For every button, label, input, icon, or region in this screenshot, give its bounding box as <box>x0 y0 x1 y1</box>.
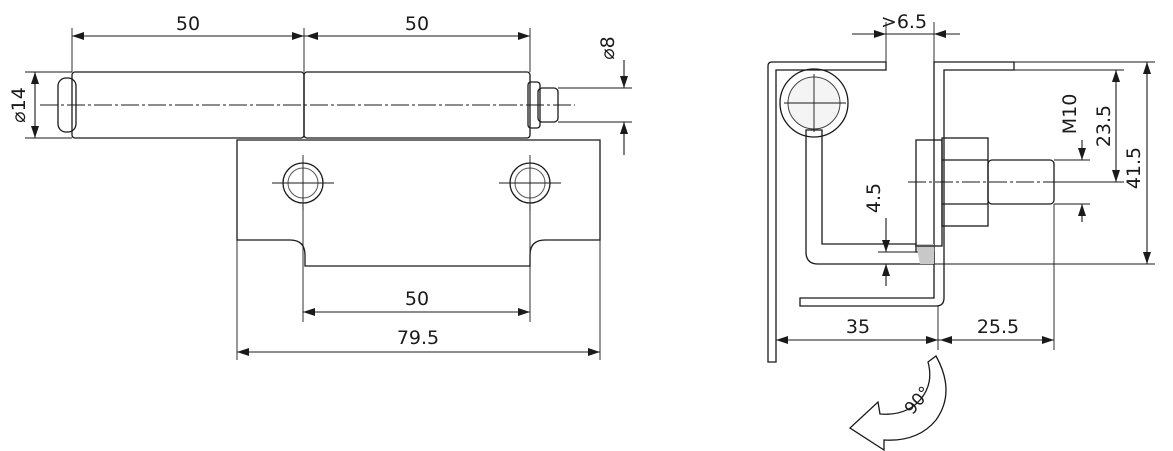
dim-pin-right-length: 50 <box>405 13 429 35</box>
dim-plate-width: 79.5 <box>397 327 439 349</box>
dim-leaf-offset: >6.5 <box>881 11 927 33</box>
outer-leaf <box>767 61 887 363</box>
washer <box>915 139 943 247</box>
dim-pin-left-length: 50 <box>176 13 200 35</box>
rotation-arrow-icon <box>848 355 947 451</box>
dim-stud-length: 25.5 <box>977 316 1019 338</box>
side-view: >6.5 M10 23.5 41.5 4.5 <box>767 11 1155 451</box>
mounting-hole-left <box>272 155 334 211</box>
side-barrel <box>779 68 849 138</box>
dim-pin-diameter: ⌀14 <box>8 87 30 123</box>
mounting-plate <box>236 139 601 267</box>
dim-hole-spacing: 50 <box>405 288 429 310</box>
dim-overall-height: 41.5 <box>1123 147 1145 189</box>
front-view: 50 50 ⌀14 ⌀8 50 79.5 <box>8 13 632 360</box>
dim-stud-height: 23.5 <box>1093 105 1115 147</box>
mounting-hole-right <box>499 155 561 211</box>
dim-pin-end-diameter: ⌀8 <box>597 36 619 60</box>
rotation-angle: 90° <box>901 383 936 419</box>
right-leaf <box>799 61 1015 307</box>
dim-plate-thickness: 4.5 <box>863 183 885 213</box>
dim-thread-size: M10 <box>1059 94 1081 135</box>
dim-body-depth: 35 <box>846 316 870 338</box>
